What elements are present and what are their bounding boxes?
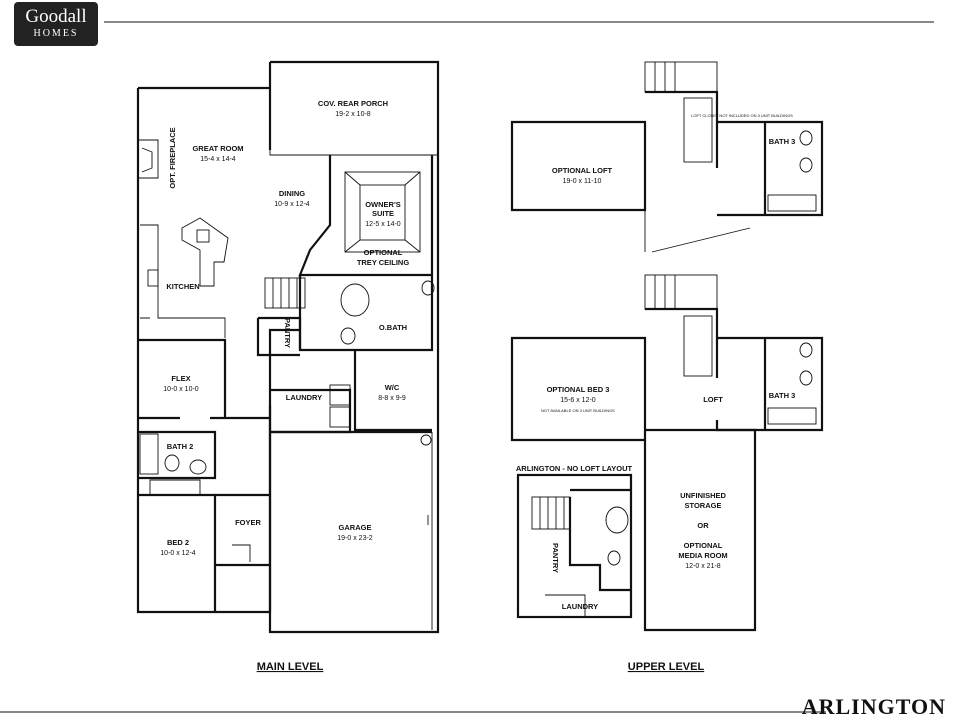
- no-loft-title: ARLINGTON - NO LOFT LAYOUT: [516, 464, 633, 473]
- kitchen-label: KITCHEN: [166, 282, 199, 291]
- trey-label2: TREY CEILING: [357, 258, 410, 267]
- bed3-size: 15-6 x 12-0: [560, 397, 596, 404]
- garage-size: 19-0 x 23-2: [337, 535, 373, 542]
- trey-label: OPTIONAL: [364, 248, 403, 257]
- upper-bed3-plan: [510, 274, 824, 632]
- upper-level-caption: UPPER LEVEL: [628, 661, 705, 673]
- great-room-size: 15-4 x 14-4: [200, 156, 236, 163]
- flex-label: FLEX: [171, 374, 190, 383]
- no-loft-laundry: LAUNDRY: [562, 602, 598, 611]
- brand-logo: Goodall HOMES: [14, 2, 98, 46]
- bed2-size: 10-0 x 12-4: [160, 550, 196, 557]
- bath2-label: BATH 2: [167, 442, 194, 451]
- no-loft-plan: [516, 473, 633, 619]
- foyer-label: FOYER: [235, 518, 261, 527]
- porch-size: 19-2 x 10-8: [335, 111, 371, 118]
- brand-name: Goodall: [25, 6, 87, 27]
- optional-loft-label: OPTIONAL LOFT: [552, 166, 613, 175]
- dining-label: DINING: [279, 189, 305, 198]
- storage-line4: OPTIONAL: [684, 541, 723, 550]
- wic-label: W/C: [385, 383, 400, 392]
- garage-label: GARAGE: [339, 523, 372, 532]
- bed3-label: OPTIONAL BED 3: [547, 385, 610, 394]
- flex-size: 10-0 x 10-0: [163, 386, 199, 393]
- storage-line1: UNFINISHED: [680, 491, 726, 500]
- owners-suite-label: OWNER'S: [365, 200, 401, 209]
- closet-note: LOFT CLOSET NOT INCLUDED ON 3 UNIT BUILD…: [691, 113, 793, 118]
- main-level-plan: [136, 60, 440, 634]
- bed2-label: BED 2: [167, 538, 189, 547]
- storage-size: 12-0 x 21-8: [685, 563, 721, 570]
- o-bath-label: O.BATH: [379, 323, 407, 332]
- plan-name: ARLINGTON: [801, 694, 946, 719]
- loft-label: LOFT: [703, 395, 723, 404]
- storage-or: OR: [697, 521, 709, 530]
- bath3b-label: BATH 3: [769, 391, 796, 400]
- great-room-label: GREAT ROOM: [192, 144, 243, 153]
- optional-loft-size: 19-0 x 11-10: [563, 178, 602, 185]
- upper-loft-plan: [510, 61, 824, 253]
- owners-suite-label2: SUITE: [372, 209, 394, 218]
- fireplace-label: OPT. FIREPLACE: [168, 127, 177, 188]
- owners-suite-size: 12-5 x 14-0: [365, 221, 401, 228]
- storage-line5: MEDIA ROOM: [678, 551, 727, 560]
- laundry-label: LAUNDRY: [286, 393, 322, 402]
- porch-label: COV. REAR PORCH: [318, 99, 388, 108]
- no-loft-pantry: PANTRY: [551, 543, 560, 573]
- bed3-note: NOT AVAILABLE ON 3 UNIT BUILDINGS: [541, 408, 615, 413]
- pantry-label: PANTRY: [283, 318, 292, 348]
- storage-line2: STORAGE: [685, 501, 722, 510]
- dining-size: 10-9 x 12-4: [274, 201, 310, 208]
- main-level-caption: MAIN LEVEL: [257, 661, 324, 673]
- brand-tagline: HOMES: [33, 28, 79, 39]
- bath3-label: BATH 3: [769, 137, 796, 146]
- wic-size: 8-8 x 9-9: [378, 395, 406, 402]
